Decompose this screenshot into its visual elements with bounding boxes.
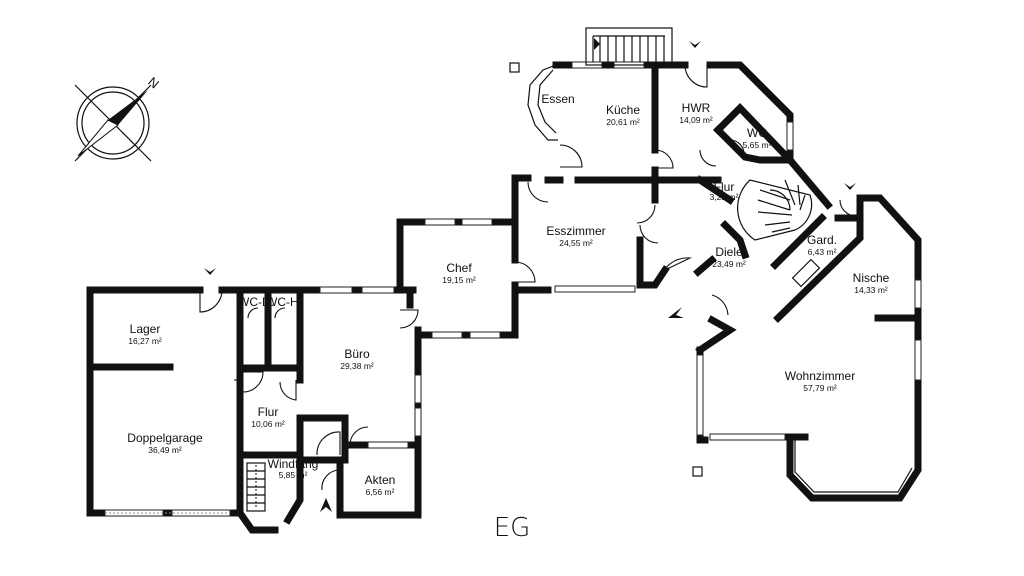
room-label-diele: Diele 23,49 m² [712, 245, 746, 269]
svg-text:6,56 m²: 6,56 m² [366, 487, 395, 497]
garden-entry-arrow-icon [844, 183, 856, 190]
svg-text:36,49 m²: 36,49 m² [148, 445, 182, 455]
room-label-doppelgarage: Doppelgarage 36,49 m² [127, 431, 203, 455]
svg-text:Nische: Nische [853, 271, 890, 285]
svg-text:29,38 m²: 29,38 m² [340, 361, 374, 371]
office-doors [349, 261, 536, 446]
living-windows [696, 279, 922, 493]
corner-marker [692, 466, 703, 477]
garage-entry-arrow-icon [204, 268, 216, 275]
room-label-esszimmer: Esszimmer 24,55 m² [546, 224, 605, 248]
hall-walls [636, 155, 922, 355]
corner-marker [509, 62, 520, 73]
living-walls [696, 286, 922, 502]
svg-text:Wohnzimmer: Wohnzimmer [785, 369, 855, 383]
svg-text:20,61 m²: 20,61 m² [606, 117, 640, 127]
svg-text:Lager: Lager [130, 322, 161, 336]
room-label-essen: Essen [541, 92, 574, 106]
svg-text:19,15 m²: 19,15 m² [442, 275, 476, 285]
kitchen-doors [527, 64, 745, 244]
staircase [737, 179, 813, 241]
svg-text:Essen: Essen [541, 92, 574, 106]
svg-text:Flur: Flur [714, 180, 735, 194]
svg-text:5,85 m²: 5,85 m² [279, 470, 308, 480]
svg-text:57,79 m²: 57,79 m² [803, 383, 837, 393]
hwr-entry-arrow-icon [689, 41, 701, 48]
office-windows [319, 218, 501, 449]
svg-text:Diele: Diele [715, 245, 743, 259]
level-label: EG [494, 513, 531, 543]
svg-text:14,09 m²: 14,09 m² [679, 115, 713, 125]
svg-text:WC-D.: WC-D. [238, 295, 274, 309]
room-label-lager: Lager 16,27 m² [128, 322, 162, 346]
compass-rose: N [74, 74, 162, 162]
svg-text:5,65 m²: 5,65 m² [743, 140, 772, 150]
hall-doors [659, 199, 857, 316]
svg-text:Küche: Küche [606, 103, 640, 117]
svg-text:Esszimmer: Esszimmer [546, 224, 605, 238]
room-label-buero: Büro 29,38 m² [340, 347, 374, 371]
svg-text:14,33 m²: 14,33 m² [854, 285, 888, 295]
svg-text:WC: WC [747, 126, 767, 140]
room-label-wc-d: WC-D. [238, 295, 274, 309]
svg-text:Gard.: Gard. [807, 233, 837, 247]
svg-text:16,27 m²: 16,27 m² [128, 336, 162, 346]
svg-text:WC-H.: WC-H. [266, 295, 302, 309]
room-label-chef: Chef 19,15 m² [442, 261, 476, 285]
room-label-akten: Akten 6,56 m² [365, 473, 396, 497]
compass-needle-icon [108, 90, 148, 125]
room-label-wc-h: WC-H. [266, 295, 302, 309]
svg-text:Akten: Akten [365, 473, 396, 487]
svg-text:Flur: Flur [258, 405, 279, 419]
garage-door [104, 509, 231, 517]
room-label-gard: Gard. 6,43 m² [807, 233, 837, 257]
svg-text:Büro: Büro [344, 347, 370, 361]
room-label-nische: Nische 14,33 m² [853, 271, 890, 295]
room-label-windfang: Windfang 5,85 m² [268, 457, 319, 480]
svg-text:24,55 m²: 24,55 m² [559, 238, 593, 248]
svg-text:6,43 m²: 6,43 m² [808, 247, 837, 257]
room-label-flur-left: Flur 10,06 m² [251, 405, 285, 429]
room-label-wc: WC 5,65 m² [743, 126, 772, 150]
svg-text:Doppelgarage: Doppelgarage [127, 431, 203, 445]
room-label-hwr: HWR 14,09 m² [679, 101, 713, 125]
balcony-stairs [585, 27, 673, 66]
left-wing-walls [86, 286, 349, 534]
room-label-flur-right: Flur 3,21 m² [710, 180, 739, 202]
svg-text:Chef: Chef [446, 261, 472, 275]
svg-text:10,06 m²: 10,06 m² [251, 419, 285, 429]
svg-text:23,49 m²: 23,49 m² [712, 259, 746, 269]
svg-text:3,21 m²: 3,21 m² [710, 192, 739, 202]
room-label-kueche: Küche 20,61 m² [606, 103, 640, 127]
svg-text:HWR: HWR [682, 101, 711, 115]
svg-text:Windfang: Windfang [268, 457, 319, 471]
entrance-arrow-icon [320, 498, 332, 512]
room-label-wohnzimmer: Wohnzimmer 57,79 m² [785, 369, 855, 393]
main-entry-arrow-icon [668, 307, 684, 318]
